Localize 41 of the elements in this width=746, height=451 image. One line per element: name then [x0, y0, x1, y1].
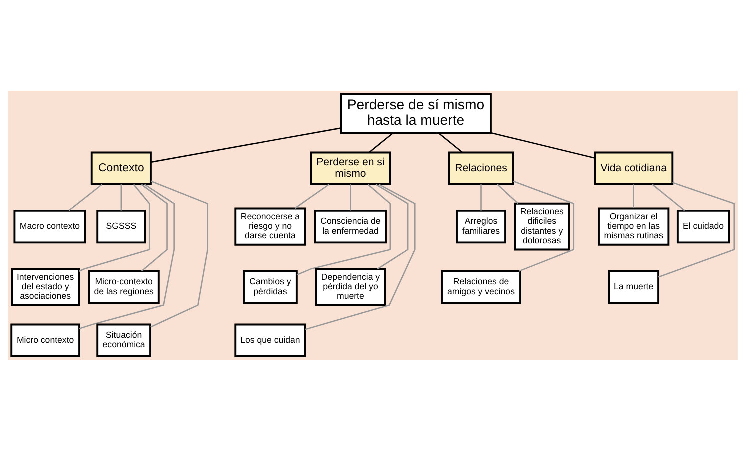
node-box: Arreglos familiares: [456, 210, 506, 244]
connector: [294, 184, 330, 210]
connector: [120, 184, 122, 211]
node-box: Situación económica: [96, 324, 152, 358]
connector: [438, 133, 463, 153]
node-box: Perderse de sí mismo hasta la muerte: [340, 94, 492, 134]
node-box: Macro contexto: [14, 210, 86, 244]
node-box: Contexto: [90, 152, 152, 186]
connector: [497, 184, 519, 204]
connector: [633, 184, 634, 208]
node-box: La muerte: [608, 270, 660, 304]
node-box: Micro-contexto de las regiones: [88, 270, 160, 304]
connector: [652, 184, 686, 212]
node-box: Relaciones: [448, 152, 514, 186]
connector: [79, 184, 150, 272]
connector: [480, 184, 482, 211]
node-box: Los que cuidan: [234, 324, 306, 358]
connector: [68, 184, 103, 212]
node-box: Dependencia y pérdida del yo muerte: [315, 268, 386, 306]
connector: [490, 132, 596, 159]
node-box: Reconocerse a riesgo y no darse cuenta: [234, 208, 306, 246]
connector: [296, 184, 392, 276]
node-box: Intervenciones del estado y asociaciones: [11, 268, 80, 306]
connector: [150, 128, 342, 164]
connector: [150, 180, 209, 328]
connector: [350, 184, 352, 211]
node-box: El cuidado: [676, 210, 730, 244]
connector: [305, 184, 416, 330]
node-box: Consciencia de la enfermedad: [314, 210, 387, 244]
node-box: Vida cotidiana: [594, 152, 674, 186]
connector: [658, 182, 736, 278]
node-box: Relaciones de amigos y vecinos: [441, 270, 522, 304]
node-box: Micro contexto: [10, 324, 80, 358]
node-box: SGSSS: [96, 210, 146, 244]
node-box: Organizar el tiempo en las mismas rutinas: [598, 208, 670, 246]
connector: [79, 184, 175, 330]
connector: [141, 184, 168, 272]
node-box: Cambios y pérdidas: [243, 270, 298, 304]
node-box: Relaciones dificiles distantes y dolorosas: [514, 202, 570, 251]
connector: [376, 184, 409, 270]
node-box: Perderse en si mismo: [310, 152, 392, 186]
